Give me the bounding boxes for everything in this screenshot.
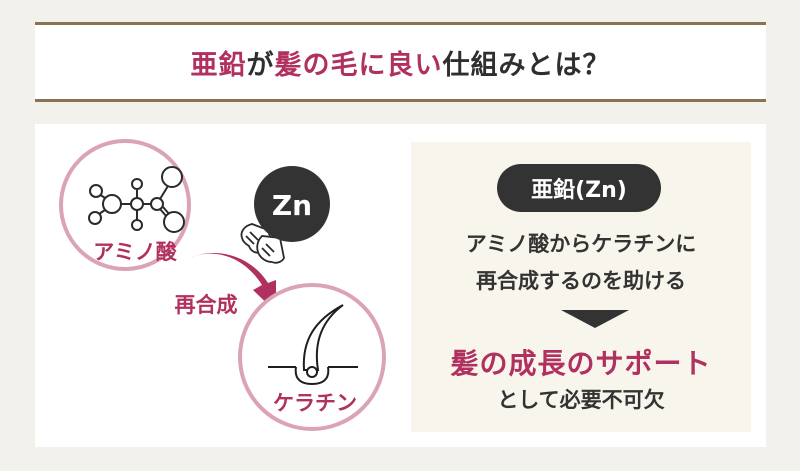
down-triangle-icon bbox=[561, 310, 629, 328]
title-part: 髪の毛に良い bbox=[274, 49, 443, 81]
info-box: 亜鉛(Zn) アミノ酸からケラチンに 再合成するのを助ける 髪の成長のサポート … bbox=[411, 142, 751, 432]
description-line: アミノ酸からケラチンに bbox=[465, 232, 697, 256]
molecule-icon bbox=[88, 166, 185, 233]
zinc-badge: 亜鉛(Zn) bbox=[497, 164, 661, 212]
curved-arrow-icon bbox=[184, 253, 276, 312]
amino-acid-label: アミノ酸 bbox=[93, 240, 178, 264]
page-title: 亜鉛が髪の毛に良い仕組みとは？ bbox=[191, 43, 611, 82]
description-line: 再合成するのを助ける bbox=[476, 269, 686, 293]
hair-follicle-icon bbox=[268, 304, 358, 386]
title-part: が bbox=[246, 49, 275, 81]
result-headline: 髪の成長のサポート bbox=[450, 347, 712, 380]
result-subtext: として必要不可欠 bbox=[497, 388, 665, 412]
resynthesis-label: 再合成 bbox=[175, 293, 238, 317]
title-banner: 亜鉛が髪の毛に良い仕組みとは？ bbox=[35, 22, 766, 102]
zinc-symbol: Zn bbox=[272, 189, 312, 222]
keratin-label: ケラチン bbox=[273, 391, 357, 415]
description: アミノ酸からケラチンに 再合成するのを助ける bbox=[411, 226, 751, 300]
title-part: 亜鉛 bbox=[190, 49, 247, 81]
title-part: 仕組みとは？ bbox=[442, 49, 611, 81]
zinc-ball-icon bbox=[254, 166, 330, 242]
